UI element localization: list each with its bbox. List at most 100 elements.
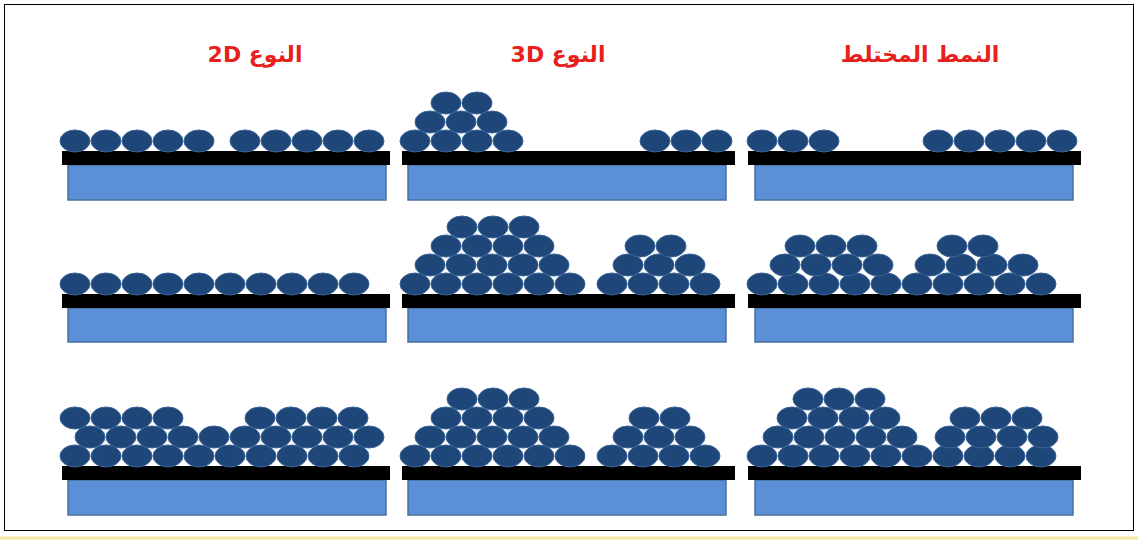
- atom: [493, 445, 523, 467]
- substrate: [68, 480, 386, 515]
- atom: [446, 254, 476, 276]
- growth-panel: [400, 216, 735, 342]
- atom: [839, 407, 869, 429]
- atom: [122, 273, 152, 295]
- atom: [91, 273, 121, 295]
- atom: [629, 407, 659, 429]
- substrate: [68, 165, 386, 200]
- atom: [847, 235, 877, 257]
- atom: [431, 235, 461, 257]
- atom: [509, 388, 539, 410]
- atom: [230, 130, 260, 152]
- atom: [338, 407, 368, 429]
- atom: [276, 407, 306, 429]
- atom: [1012, 407, 1042, 429]
- atom: [524, 445, 554, 467]
- atom: [493, 407, 523, 429]
- atom: [856, 426, 886, 448]
- growth-panel: [747, 388, 1081, 515]
- atom: [60, 273, 90, 295]
- column-heading: النوع 2D: [208, 42, 303, 68]
- substrate: [755, 165, 1073, 200]
- atom: [809, 130, 839, 152]
- atom: [702, 130, 732, 152]
- atom: [400, 445, 430, 467]
- atom: [431, 273, 461, 295]
- atom: [122, 407, 152, 429]
- atom: [509, 216, 539, 238]
- atom: [1016, 130, 1046, 152]
- atom: [937, 235, 967, 257]
- atom: [659, 445, 689, 467]
- atom: [555, 445, 585, 467]
- atom: [245, 407, 275, 429]
- atom: [690, 445, 720, 467]
- atom: [400, 130, 430, 152]
- substrate: [408, 308, 726, 342]
- atom: [597, 445, 627, 467]
- atom: [1026, 273, 1056, 295]
- atom: [106, 426, 136, 448]
- atom: [871, 445, 901, 467]
- interface-layer: [62, 151, 390, 165]
- atom: [478, 388, 508, 410]
- atom: [935, 426, 965, 448]
- atom: [524, 273, 554, 295]
- atom: [431, 130, 461, 152]
- atom: [153, 407, 183, 429]
- atom: [431, 407, 461, 429]
- substrate: [408, 165, 726, 200]
- atom: [675, 426, 705, 448]
- atom: [415, 254, 445, 276]
- interface-layer: [748, 294, 1081, 308]
- substrate: [755, 308, 1073, 342]
- atom: [462, 445, 492, 467]
- atom: [323, 426, 353, 448]
- atom: [168, 426, 198, 448]
- atom: [778, 445, 808, 467]
- atom: [524, 407, 554, 429]
- atom: [75, 426, 105, 448]
- atom: [808, 407, 838, 429]
- atom: [477, 254, 507, 276]
- atom: [855, 388, 885, 410]
- atom: [597, 273, 627, 295]
- atom: [824, 388, 854, 410]
- atom: [816, 235, 846, 257]
- atom: [184, 445, 214, 467]
- atom: [625, 235, 655, 257]
- atom: [1008, 254, 1038, 276]
- atom: [690, 273, 720, 295]
- atom: [793, 388, 823, 410]
- atom: [462, 407, 492, 429]
- atom: [656, 235, 686, 257]
- interface-layer: [402, 294, 735, 308]
- atom: [354, 426, 384, 448]
- atom: [640, 130, 670, 152]
- substrate: [755, 480, 1073, 515]
- atom: [985, 130, 1015, 152]
- atom: [675, 254, 705, 276]
- atom: [153, 273, 183, 295]
- atom: [524, 235, 554, 257]
- interface-layer: [62, 294, 390, 308]
- atom: [462, 92, 492, 114]
- bottom-rule: [0, 537, 1138, 540]
- atom: [462, 130, 492, 152]
- atom: [508, 426, 538, 448]
- atom: [400, 273, 430, 295]
- atom: [539, 426, 569, 448]
- atom: [153, 445, 183, 467]
- atom: [493, 235, 523, 257]
- atom: [91, 407, 121, 429]
- atom: [660, 407, 690, 429]
- atom: [122, 445, 152, 467]
- atom: [801, 254, 831, 276]
- interface-layer: [748, 151, 1081, 165]
- atom: [477, 111, 507, 133]
- atom: [91, 130, 121, 152]
- atom: [539, 254, 569, 276]
- atom: [91, 445, 121, 467]
- interface-layer: [62, 466, 390, 480]
